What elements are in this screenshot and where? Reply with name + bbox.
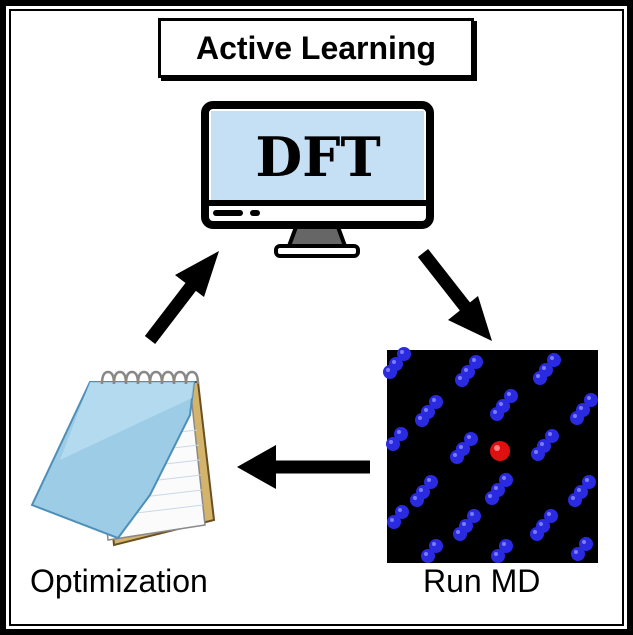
atom-highlight [502,476,506,480]
atom-highlight [585,478,589,482]
atom [533,371,547,385]
atom-highlight [458,376,462,380]
atom [547,353,561,367]
atom-highlight [467,435,471,439]
atom [453,527,467,541]
atom [383,365,397,379]
atom [530,527,544,541]
atom [499,473,513,487]
atom-highlight [464,368,468,372]
run-md-label: Run MD [423,563,541,599]
atom [421,549,435,563]
atom-highlight [577,488,581,492]
atom-highlight [456,530,460,534]
atom [545,429,559,443]
atom-highlight [548,432,552,436]
atom [394,427,408,441]
atom-highlight [536,374,540,378]
atom [429,395,443,409]
atom-highlight [550,356,554,360]
atom-highlight [418,416,422,420]
impurity-atom [490,441,510,461]
atom-highlight [424,408,428,412]
atom-highlight [419,488,423,492]
atom-highlight [547,512,551,516]
atom [579,537,593,551]
atom-highlight [573,414,577,418]
atom-highlight [432,542,436,546]
atom-highlight [390,518,394,522]
atom [410,493,424,507]
atom-highlight [392,360,396,364]
atom [544,509,558,523]
atom [395,505,409,519]
arrow-md-to-opt [237,445,370,489]
atom [397,347,411,361]
atom [570,411,584,425]
molecular-dynamics-snapshot [383,347,598,563]
atom [584,393,598,407]
atom [415,413,429,427]
atom-highlight [424,552,428,556]
atom-highlight [499,402,503,406]
atom-highlight [502,542,506,546]
atom [469,355,483,369]
md-atoms [383,347,598,563]
atom [531,447,545,461]
atom-highlight [587,396,591,400]
atom-highlight [542,366,546,370]
atom-highlight [494,552,498,556]
atom-highlight [432,398,436,402]
diagram-title: Active Learning [158,18,474,78]
atom [387,515,401,529]
atom-highlight [413,496,417,500]
atom [485,491,499,505]
atom-highlight [533,530,537,534]
atom [464,432,478,446]
monitor-icon: DFT [201,101,434,258]
optimization-label: Optimization [30,563,208,599]
atom-highlight [397,430,401,434]
atom-highlight [472,358,476,362]
atom-highlight [539,522,543,526]
arrow-dft-to-md [417,248,492,341]
atom [504,389,518,403]
atom [450,450,464,464]
atom [386,437,400,451]
atom-highlight [540,442,544,446]
atom-highlight [488,494,492,498]
atom [490,407,504,421]
notepad-icon [30,370,216,547]
atom-highlight [534,450,538,454]
atom-highlight [571,496,575,500]
atom [424,475,438,489]
atom-highlight [427,478,431,482]
atom-highlight [462,522,466,526]
atom-highlight [389,440,393,444]
dft-label: DFT [255,125,380,189]
atom-highlight [398,508,402,512]
arrow-opt-to-dft [144,251,219,344]
atom-highlight [386,368,390,372]
atom-highlight [459,445,463,449]
atom-highlight [453,453,457,457]
atom-highlight [494,486,498,490]
atom [582,475,596,489]
atom [568,493,582,507]
atom [467,509,481,523]
atom-highlight [400,350,404,354]
atom [429,539,443,553]
atom [499,539,513,553]
atom-highlight [507,392,511,396]
atom [455,373,469,387]
atom [571,547,585,561]
atom-highlight [579,406,583,410]
atom-highlight [574,550,578,554]
atom [491,549,505,563]
atom-highlight [582,540,586,544]
inner-frame [9,9,624,626]
atom-highlight [470,512,474,516]
atom-highlight [493,410,497,414]
